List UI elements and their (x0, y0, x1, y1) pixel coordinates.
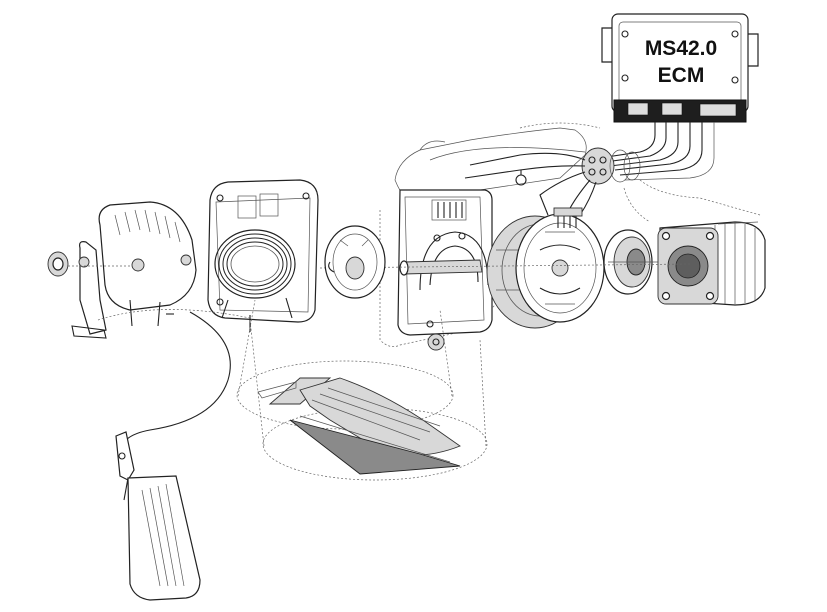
throttle-motor (515, 207, 605, 323)
ecm-label-line2: ECM (658, 64, 705, 87)
pedal-linkage-bracket (47, 201, 251, 339)
wiring-harness (429, 122, 761, 223)
accelerator-pedal (115, 431, 201, 601)
ecm-label-line1: MS42.0 (645, 37, 717, 60)
throttle-cover (207, 179, 319, 332)
return-spring-assembly (324, 225, 386, 299)
ecm-module: MS42.0 ECM (601, 13, 759, 123)
reduction-gear (603, 229, 660, 295)
electric-motor (657, 221, 766, 306)
motor-cover-plate (397, 189, 493, 351)
sensor-track-detail (236, 299, 488, 481)
throttle-cable (121, 311, 231, 446)
